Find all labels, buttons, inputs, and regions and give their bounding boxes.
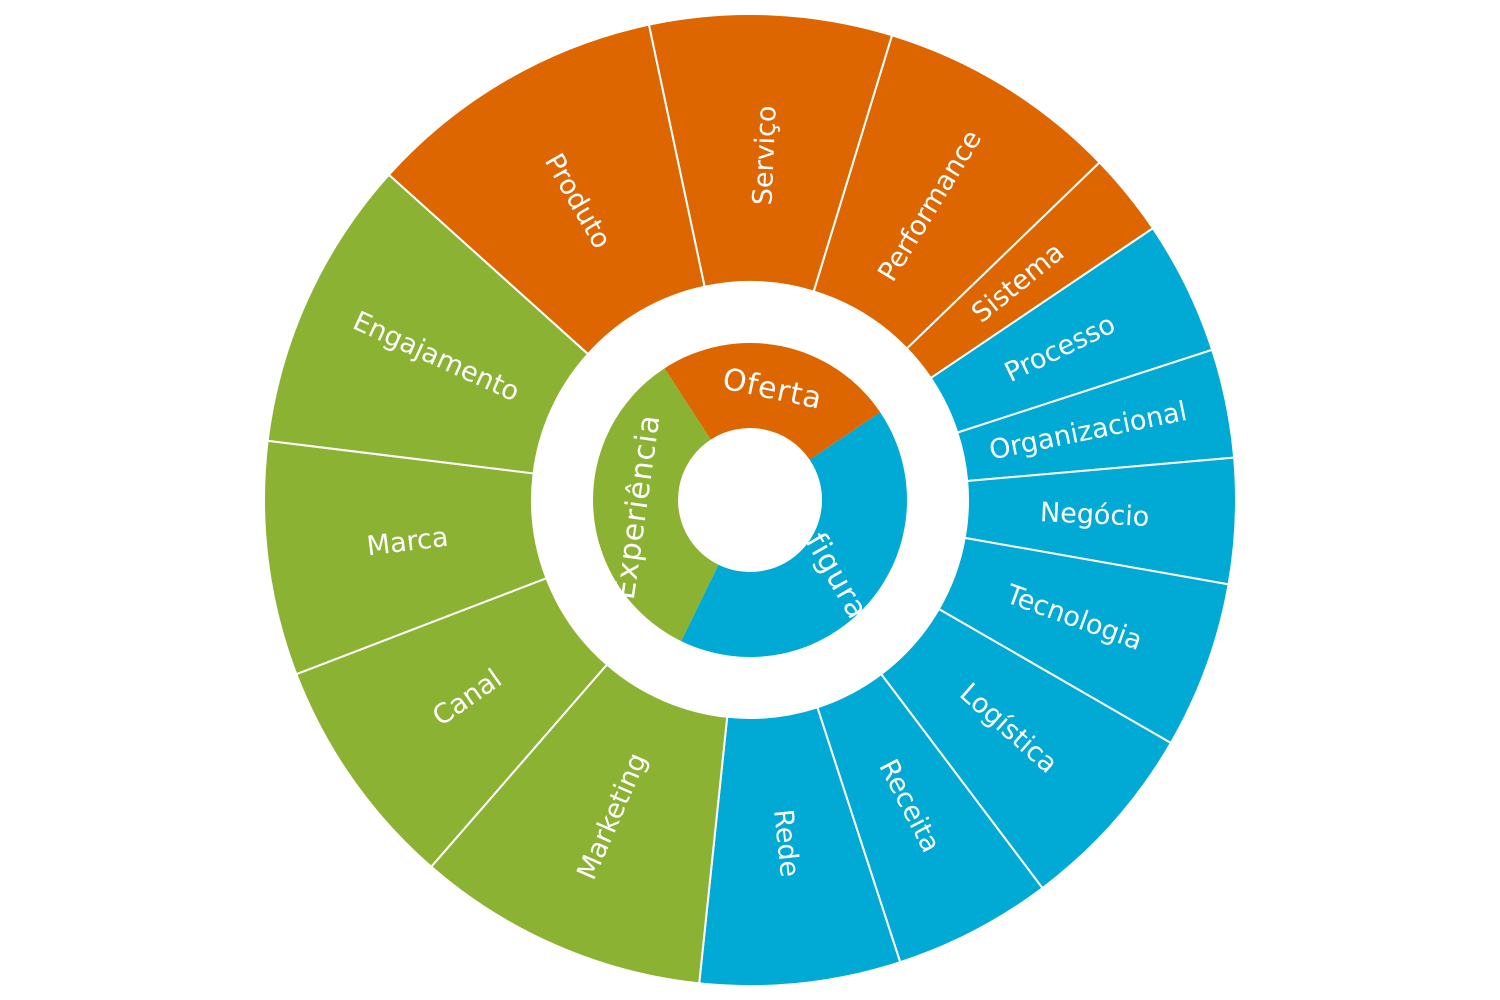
segment-label-rede: Rede bbox=[767, 808, 805, 879]
segment-engajamento bbox=[266, 173, 590, 475]
segment-performance bbox=[812, 33, 1102, 350]
category-configuracao bbox=[681, 412, 908, 657]
segment-produto bbox=[387, 23, 706, 356]
category-oferta bbox=[664, 343, 881, 460]
category-experiencia bbox=[593, 368, 719, 642]
segment-label-servico: Serviço bbox=[747, 105, 782, 206]
segment-servico bbox=[647, 13, 894, 293]
segment-marketing bbox=[429, 663, 729, 985]
segment-label-negocio: Negócio bbox=[1039, 497, 1150, 533]
